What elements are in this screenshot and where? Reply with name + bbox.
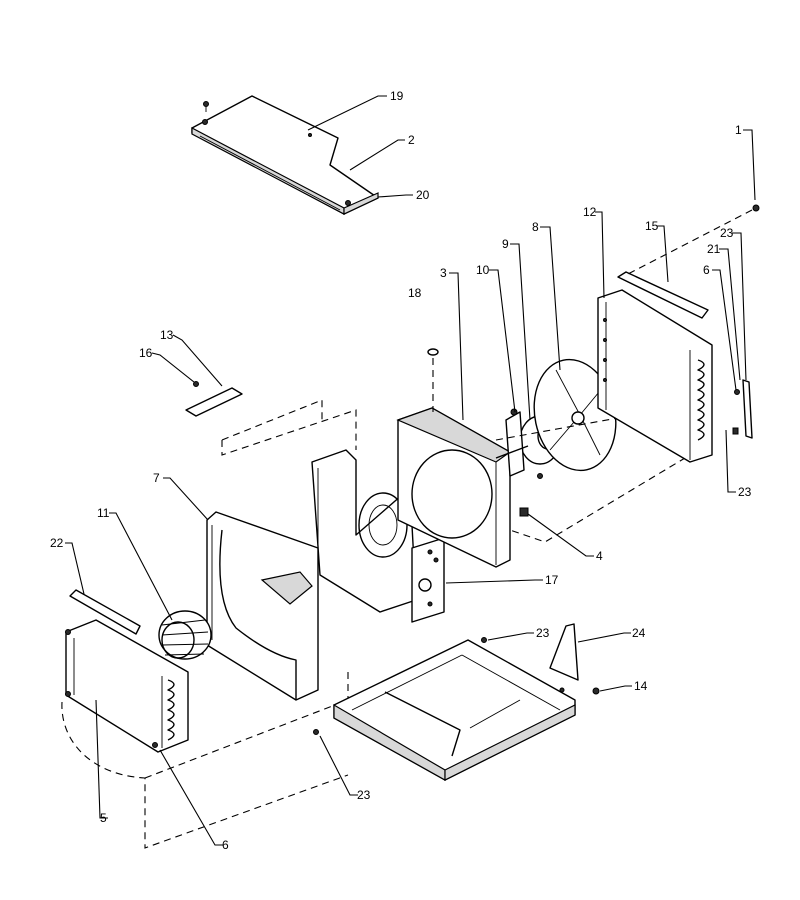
- callout-10: 10: [476, 263, 490, 277]
- callout-6-a: 6: [703, 263, 710, 277]
- part-17-control-plate: [411, 537, 445, 623]
- part-5-evaporator-coil: [65, 619, 189, 753]
- callout-16: 16: [139, 346, 153, 360]
- callout-3: 3: [440, 266, 447, 280]
- part-8-fan-blade: [533, 358, 617, 472]
- callout-23-a: 23: [720, 226, 734, 240]
- callout-19: 19: [390, 89, 404, 103]
- part-15-strip: [617, 271, 709, 319]
- part-21-rod: [742, 379, 753, 439]
- callout-5: 5: [100, 811, 107, 825]
- leader-lines: [65, 95, 756, 846]
- callout-24: 24: [632, 626, 646, 640]
- callout-17: 17: [545, 573, 559, 587]
- callout-23-c: 23: [357, 788, 371, 802]
- part-13-bracket: [185, 381, 243, 417]
- part-3-fan-shroud: [396, 407, 512, 568]
- callout-1: 1: [735, 123, 742, 137]
- part-11-blower-wheel: [158, 610, 212, 660]
- callout-11: 11: [97, 506, 110, 520]
- callout-23-b: 23: [738, 485, 752, 499]
- part-24-bracket: [549, 623, 579, 681]
- callout-6-b: 6: [222, 838, 229, 852]
- part-19-top-cover: [191, 95, 379, 215]
- base-pan: [333, 639, 576, 782]
- callout-20: 20: [416, 188, 430, 202]
- part-22-strip: [69, 589, 141, 635]
- part-7-blower-housing: [206, 511, 319, 701]
- callout-8: 8: [532, 220, 539, 234]
- part-4-clip: [519, 507, 529, 517]
- callout-7: 7: [153, 471, 160, 485]
- callout-22: 22: [50, 536, 64, 550]
- callout-9: 9: [502, 237, 509, 251]
- callout-18: 18: [408, 286, 422, 300]
- callout-14: 14: [634, 679, 648, 693]
- callout-12: 12: [583, 205, 597, 219]
- callout-13: 13: [160, 328, 174, 342]
- part-18-washer: [427, 348, 439, 356]
- part-12-condenser-coil: [597, 289, 713, 463]
- callout-23-d: 23: [536, 626, 550, 640]
- callout-2: 2: [408, 133, 415, 147]
- callout-4: 4: [596, 549, 603, 563]
- callout-15: 15: [645, 219, 659, 233]
- callout-labels: 19 2 20 1 12 15 23 21 6 23 8 9 10 3 18 1…: [50, 89, 752, 852]
- callout-21: 21: [707, 242, 721, 256]
- part-1-screw: [752, 204, 760, 212]
